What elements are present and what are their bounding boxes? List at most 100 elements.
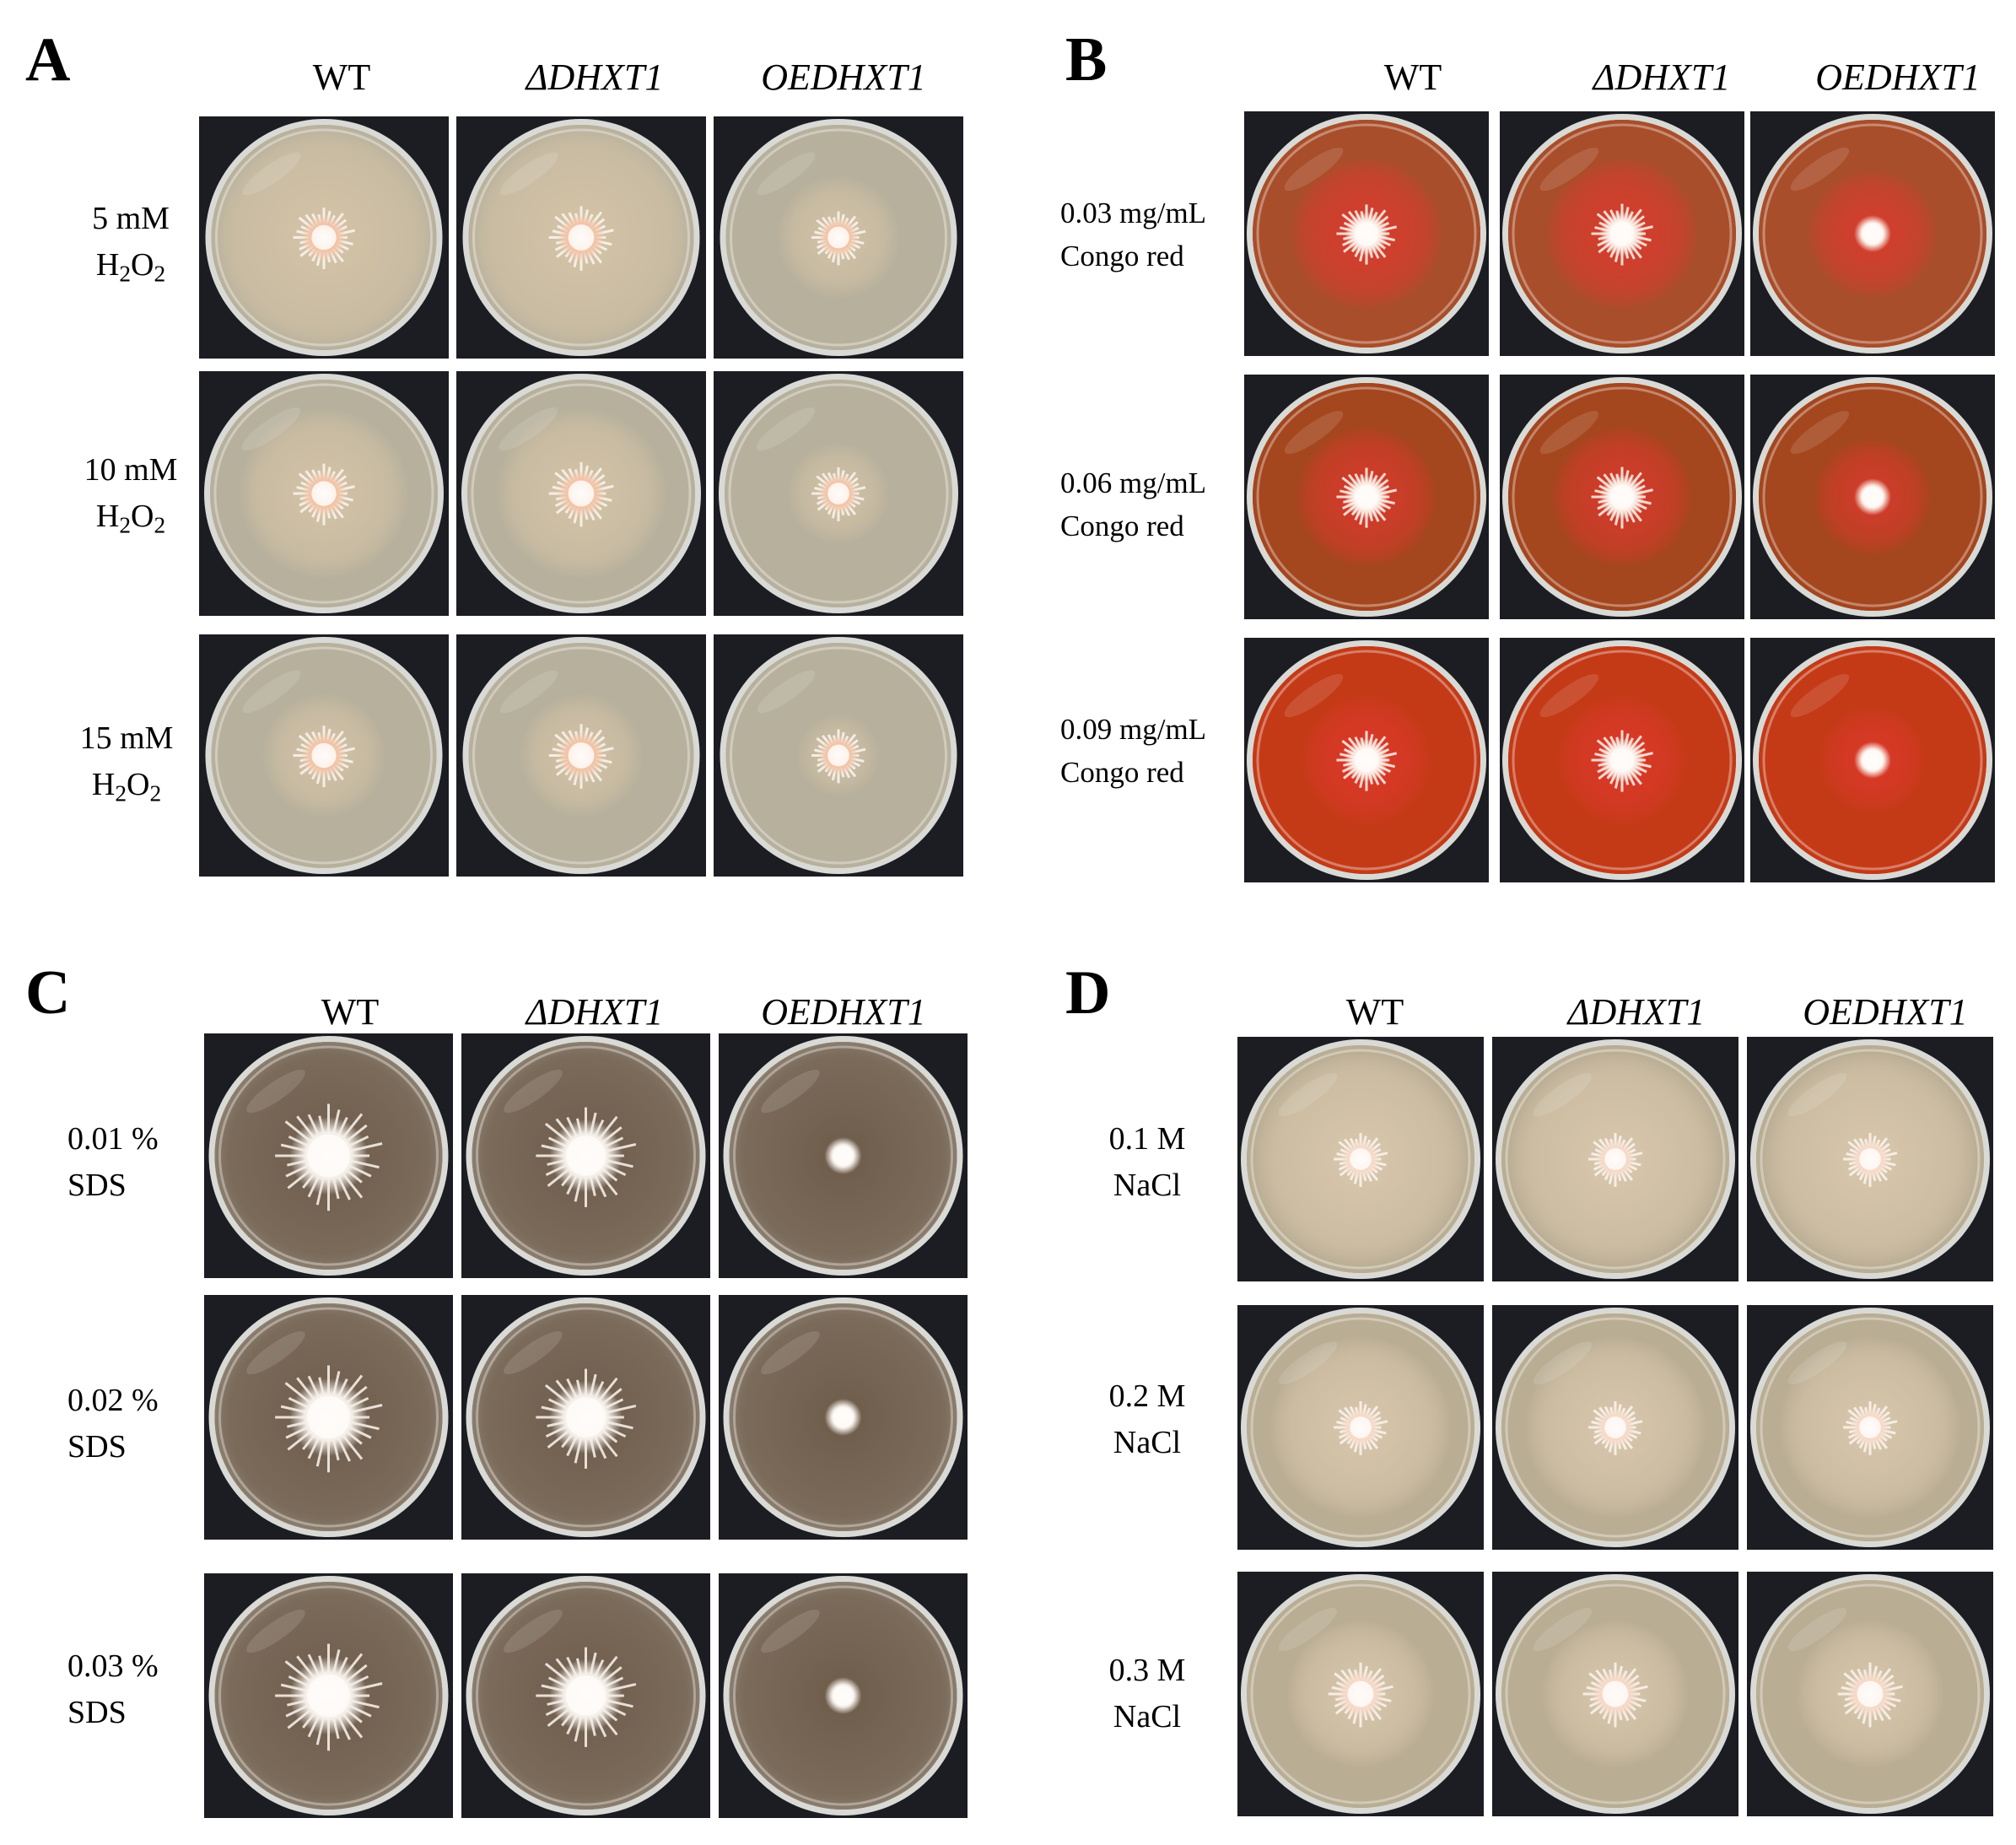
glare-highlight [1533, 1341, 1593, 1385]
plate-photo [1500, 375, 1744, 619]
colony-center [565, 1675, 606, 1716]
colony-center [1609, 747, 1635, 773]
glare-highlight [504, 1609, 563, 1653]
dish-inner-rim [1505, 1583, 1726, 1805]
petri-dish [1496, 1039, 1735, 1279]
dish-inner-rim [728, 383, 949, 604]
dish-inner-rim [476, 1045, 696, 1266]
plate-photo [719, 1033, 968, 1278]
glare-highlight [504, 1069, 563, 1114]
plate-photo [1237, 1305, 1484, 1550]
petri-dish [1247, 114, 1486, 353]
row-label: 5 mM H2O2 [92, 201, 170, 287]
colony-center [827, 226, 849, 249]
petri-dish [720, 119, 957, 356]
glare-highlight [246, 1609, 305, 1653]
glare-highlight [1787, 1072, 1847, 1117]
petri-dish [1241, 1574, 1480, 1814]
panel-letter: C [25, 958, 71, 1028]
petri-dish [466, 1036, 706, 1276]
plate-photo [456, 634, 706, 877]
column-header-deletion: ΔDHXT1 [526, 991, 664, 1033]
panel-letter: B [1065, 25, 1108, 94]
plate-photo [1500, 111, 1744, 356]
petri-dish [720, 637, 957, 874]
dish-inner-rim [1762, 386, 1983, 607]
glare-highlight [1539, 673, 1599, 718]
plate-photo [714, 634, 963, 877]
petri-dish [1496, 1574, 1735, 1814]
plate-photo [1750, 638, 1995, 882]
colony-center [1604, 1148, 1626, 1170]
petri-dish [723, 1036, 963, 1276]
colony-center [568, 742, 595, 769]
petri-dish [208, 1297, 449, 1537]
glare-highlight [761, 1069, 820, 1114]
petri-dish [1502, 640, 1742, 880]
glare-highlight [757, 152, 816, 196]
colony-center [827, 483, 849, 504]
plate-photo [461, 1573, 710, 1818]
colony-center [307, 1134, 350, 1178]
dish-inner-rim [1256, 386, 1477, 607]
glare-highlight [1284, 147, 1344, 192]
glare-highlight [1278, 1072, 1338, 1117]
dish-inner-rim [218, 1585, 439, 1806]
dish-inner-rim [476, 1585, 696, 1806]
colony-center [1350, 1416, 1372, 1438]
glare-highlight [1539, 410, 1599, 455]
dish-inner-rim [1512, 386, 1733, 607]
glare-highlight [1787, 1341, 1847, 1385]
petri-dish [1247, 377, 1486, 617]
dish-inner-rim [1760, 1583, 1981, 1805]
plate-photo [204, 1033, 453, 1278]
glare-highlight [246, 1069, 305, 1114]
column-header-wt: WT [312, 57, 371, 98]
petri-dish [461, 374, 701, 613]
dish-inner-rim [1762, 650, 1983, 871]
petri-dish [1496, 1308, 1735, 1547]
plate-photo [1747, 1305, 1993, 1550]
row-label: 0.2 M NaCl [1108, 1378, 1186, 1461]
plate-photo [199, 116, 449, 359]
petri-dish [1750, 1574, 1990, 1814]
colony-center [1354, 747, 1379, 773]
glare-highlight [242, 670, 301, 714]
plate-photo [1747, 1037, 1993, 1281]
plate-photo [1500, 638, 1744, 882]
plate-photo [1492, 1305, 1738, 1550]
dish-inner-rim [1250, 1317, 1471, 1538]
column-header-deletion: ΔDHXT1 [1593, 57, 1731, 98]
panel-b: B WT ΔDHXT1 OEDHXT1 0.03 mg/mL Congo red… [1008, 0, 2016, 922]
panel-c: C WT ΔDHXT1 OEDHXT1 0.01 % SDS 0.02 % SD… [0, 922, 1008, 1844]
plate-photo [719, 1295, 968, 1540]
petri-dish [1247, 640, 1486, 880]
colony-center [568, 224, 595, 251]
plate-photo [1492, 1037, 1738, 1281]
petri-dish [462, 119, 700, 356]
dish-inner-rim [733, 1307, 953, 1528]
column-header-deletion: ΔDHXT1 [526, 57, 664, 98]
plate-photo [1244, 111, 1489, 356]
row-label: 0.03 % SDS [67, 1648, 159, 1731]
dish-inner-rim [1760, 1049, 1981, 1270]
petri-dish [1241, 1039, 1480, 1279]
plate-photo [714, 116, 963, 359]
petri-dish [1753, 377, 1992, 617]
dish-inner-rim [218, 1307, 439, 1528]
glare-highlight [761, 1609, 820, 1653]
dish-inner-rim [1762, 123, 1983, 344]
plate-photo [199, 634, 449, 877]
petri-dish [205, 637, 443, 874]
column-header-wt: WT [1345, 991, 1404, 1033]
colony-center [1859, 1148, 1881, 1170]
dish-inner-rim [218, 1045, 439, 1266]
dish-inner-rim [213, 383, 434, 604]
plate-photo [204, 1295, 453, 1540]
glare-highlight [1278, 1607, 1338, 1652]
colony-center [1354, 484, 1379, 510]
row-label: 0.1 M NaCl [1108, 1121, 1186, 1204]
petri-dish [462, 637, 700, 874]
glare-highlight [756, 407, 816, 451]
plate-photo [1747, 1572, 1993, 1816]
